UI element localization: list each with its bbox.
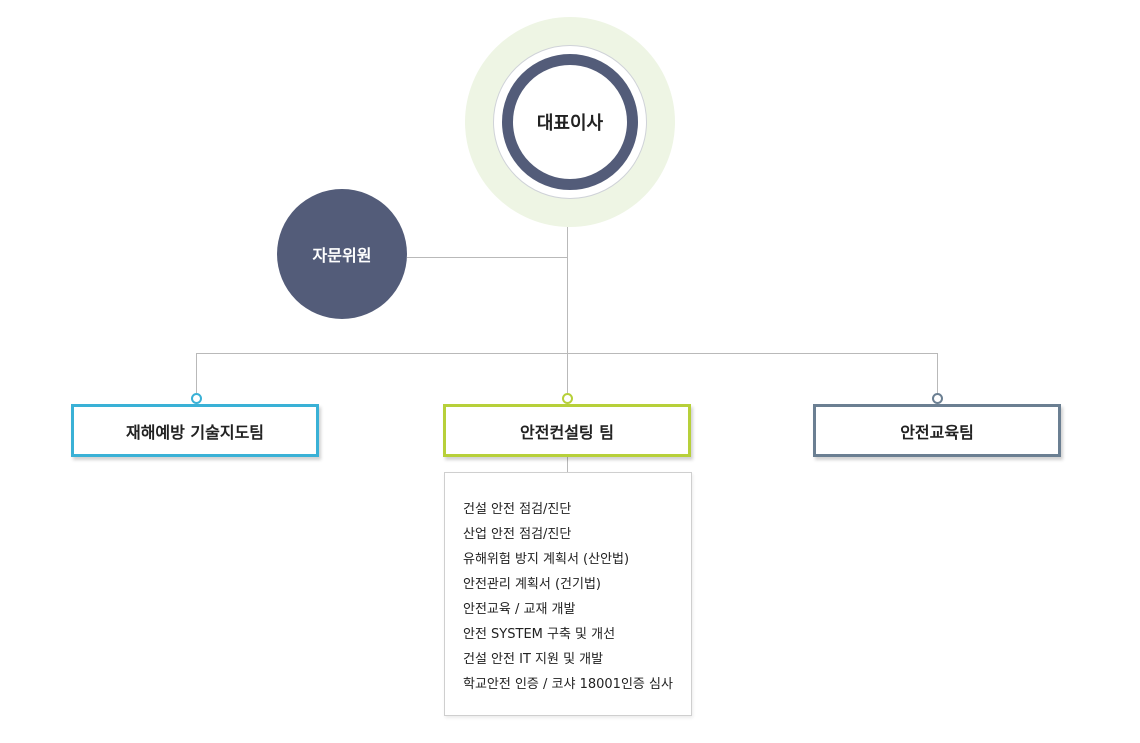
list-item: 안전교육 / 교재 개발 bbox=[463, 602, 576, 617]
list-item: 건설 안전 IT 지원 및 개발 bbox=[463, 652, 604, 667]
connector-dot-right bbox=[932, 393, 943, 404]
team-box-safety-education: 안전교육팀 bbox=[813, 404, 1061, 457]
ceo-label: 대표이사 bbox=[536, 113, 604, 134]
connector-dot-center bbox=[562, 393, 573, 404]
list-item: 안전관리 계획서 (건기법) bbox=[463, 577, 602, 592]
ceo-node: 대표이사 bbox=[502, 54, 638, 190]
list-item: 유해위험 방지 계획서 (산안법) bbox=[463, 552, 630, 567]
list-item: 산업 안전 점검/진단 bbox=[463, 527, 572, 542]
connector-duties bbox=[567, 457, 568, 472]
duties-list: 건설 안전 점검/진단 산업 안전 점검/진단 유해위험 방지 계획서 (산안법… bbox=[463, 497, 691, 697]
advisor-label: 자문위원 bbox=[312, 246, 372, 265]
connector-team-left bbox=[196, 353, 197, 398]
team-label: 안전컨설팅 팀 bbox=[520, 422, 614, 442]
advisor-node: 자문위원 bbox=[277, 189, 407, 319]
team-label: 재해예방 기술지도팀 bbox=[125, 422, 265, 442]
list-item: 건설 안전 점검/진단 bbox=[463, 502, 572, 517]
list-item: 학교안전 인증 / 코샤 18001인증 심사 bbox=[463, 677, 673, 692]
connector-team-right bbox=[937, 353, 938, 398]
team-box-disaster-prevention: 재해예방 기술지도팀 bbox=[71, 404, 319, 457]
team-label: 안전교육팀 bbox=[900, 422, 974, 442]
connector-ceo-trunk bbox=[567, 227, 568, 398]
connector-advisor bbox=[407, 257, 568, 258]
team-box-safety-consulting: 안전컨설팅 팀 bbox=[443, 404, 691, 457]
connector-dot-left bbox=[191, 393, 202, 404]
list-item: 안전 SYSTEM 구축 및 개선 bbox=[463, 627, 616, 642]
connector-team-bus bbox=[196, 353, 938, 354]
consulting-duties-box: 건설 안전 점검/진단 산업 안전 점검/진단 유해위험 방지 계획서 (산안법… bbox=[444, 472, 692, 716]
